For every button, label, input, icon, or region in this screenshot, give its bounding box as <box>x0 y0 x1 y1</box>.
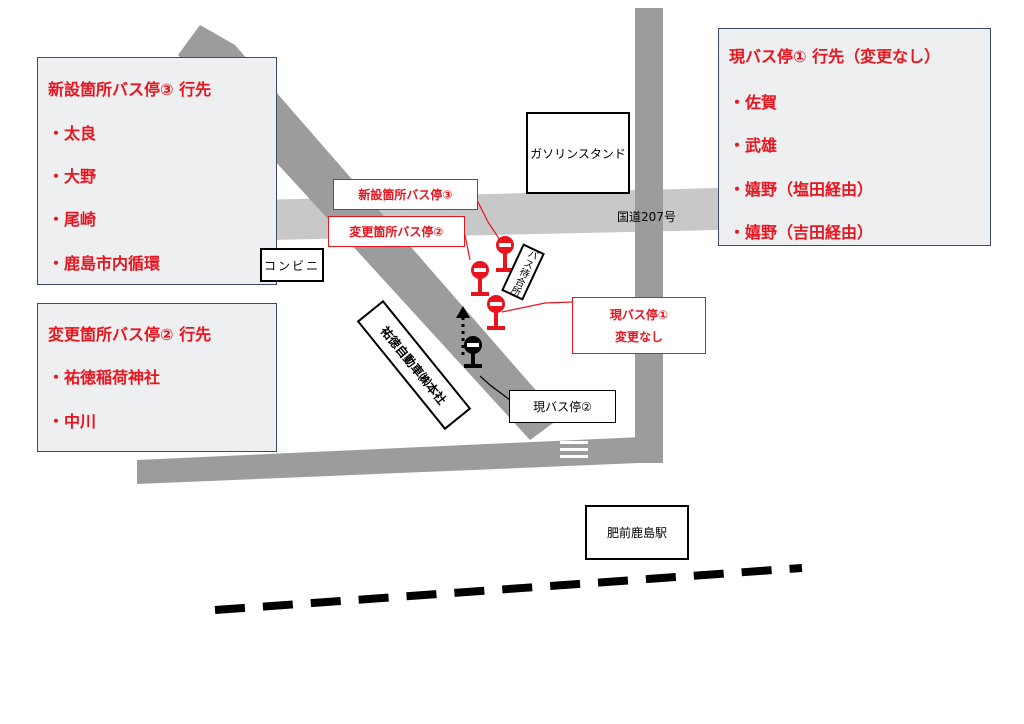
gas-station-label: ガソリンスタンド <box>526 112 630 194</box>
panel-title: 新設箇所バス停③ 行先 <box>48 80 212 99</box>
current-stop1-destinations-panel: 現バス停① 行先（変更なし） ・佐賀 ・武雄 ・嬉野（塩田経由） ・嬉野（吉田経… <box>718 28 991 246</box>
destination-item: ・中川 <box>48 412 97 431</box>
vertical-road <box>635 8 663 463</box>
destination-item: ・嬉野（塩田経由） <box>729 180 874 199</box>
current-stop1-label: 現バス停① 変更なし <box>572 297 706 354</box>
route-207-label: 国道207号 <box>617 210 676 224</box>
stop1-connector <box>501 301 573 313</box>
bus-stop-3-marker <box>496 236 514 272</box>
new-stop3-destinations-panel: 新設箇所バス停③ 行先 ・太良 ・大野 ・尾崎 ・鹿島市内循環 <box>37 57 277 285</box>
konbini-label: コンビニ <box>260 248 324 282</box>
destination-item: ・太良 <box>48 124 97 143</box>
bus-stop-2-marker <box>471 261 489 296</box>
changed-stop2-destinations-panel: 変更箇所バス停② 行先 ・祐徳稲荷神社 ・中川 <box>37 303 277 452</box>
current-bus-stop-2-marker <box>464 336 482 368</box>
current-stop1-line2: 変更なし <box>614 329 663 344</box>
railway-line <box>214 564 803 614</box>
destination-item: ・祐徳稲荷神社 <box>48 368 161 387</box>
panel-title: 現バス停① 行先（変更なし） <box>729 47 941 66</box>
changed-stop2-label: 変更箇所バス停② <box>328 216 465 247</box>
new-stop3-label: 新設箇所バス停③ <box>333 179 478 210</box>
destination-item: ・佐賀 <box>729 93 778 112</box>
move-arrow-head <box>456 306 470 318</box>
current-stop2-connector <box>479 375 511 401</box>
stop3-connector <box>477 201 501 241</box>
stop2-connector <box>464 234 471 261</box>
destination-item: ・嬉野（吉田経由） <box>729 223 874 242</box>
destination-item: ・鹿島市内循環 <box>48 254 161 273</box>
destination-item: ・尾崎 <box>48 210 97 229</box>
bottom-road <box>137 436 663 484</box>
current-stop1-line1: 現バス停① <box>609 307 669 322</box>
destination-item: ・大野 <box>48 167 97 186</box>
station-label: 肥前鹿島駅 <box>585 505 689 560</box>
destination-item: ・武雄 <box>729 136 778 155</box>
current-stop2-label: 現バス停② <box>509 390 616 423</box>
bus-stop-1-marker <box>487 295 505 330</box>
panel-title: 変更箇所バス停② 行先 <box>48 325 212 344</box>
